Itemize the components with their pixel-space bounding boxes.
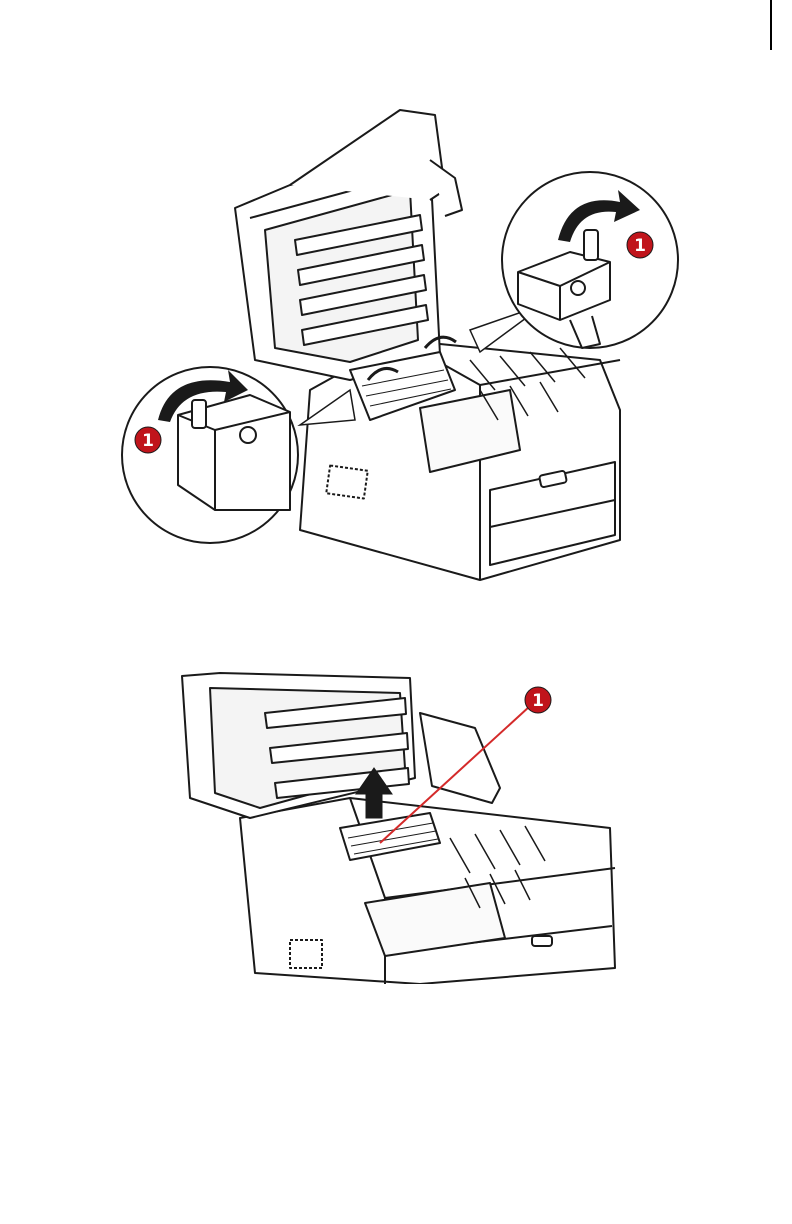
page-edge-line bbox=[770, 0, 772, 50]
callout-number: 1 bbox=[532, 691, 544, 711]
figure-printer-fuser-removal: 1 bbox=[170, 668, 630, 984]
inset-left-lever: 1 bbox=[122, 367, 298, 543]
figure-printer-fuser-levers: 1 1 bbox=[100, 90, 700, 600]
callout-badge-left: 1 bbox=[135, 427, 161, 453]
printer-illustration-bottom: 1 bbox=[170, 668, 630, 984]
inset-right-lever: 1 bbox=[502, 172, 678, 348]
callout-badge-right: 1 bbox=[627, 232, 653, 258]
callout-number: 1 bbox=[142, 431, 154, 451]
callout-number: 1 bbox=[634, 236, 646, 256]
callout-badge-bottom: 1 bbox=[525, 687, 551, 713]
printer-illustration-top: 1 1 bbox=[100, 90, 700, 600]
